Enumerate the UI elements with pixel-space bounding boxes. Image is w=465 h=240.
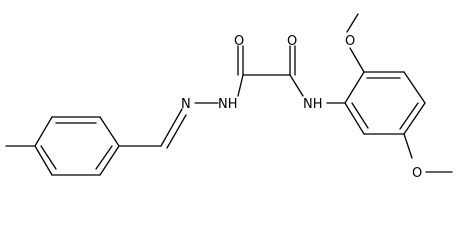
- imine-double-bond: [160, 108, 183, 147]
- ring-inner-double-bond: [95, 145, 113, 170]
- ring-bond: [403, 102, 426, 135]
- atom-label-nh-hydrazide: NH: [218, 97, 238, 112]
- imine-double-bond-second: [166, 114, 187, 149]
- ring-inner-double-bond: [399, 102, 419, 130]
- ring-bond: [99, 145, 120, 176]
- atom-label-o-top-right: O: [345, 34, 355, 49]
- atom-label-nh-amide: NH: [303, 97, 323, 112]
- ring-bond: [99, 116, 120, 147]
- nh-to-carbonyl-bond: [237, 74, 244, 97]
- toluene-ring: [5, 116, 120, 176]
- structure-svg: O O O NH NH N O: [5, 13, 453, 181]
- atom-label-o-bottom-right: O: [412, 166, 422, 181]
- methoxy-top-methyl-bond: [346, 13, 359, 33]
- ring-bond: [34, 145, 53, 176]
- methoxy-bottom-bond: [403, 133, 413, 159]
- oxalamide-core: [237, 45, 304, 97]
- ring-bond: [34, 116, 53, 147]
- methoxy-top-bond: [349, 47, 365, 73]
- ring-bond: [344, 102, 365, 135]
- atom-label-o-amide-right: O: [287, 34, 297, 49]
- atom-label-n-imine: N: [181, 97, 191, 112]
- carbonyl-to-nh-bond: [289, 74, 304, 97]
- ring-bond: [344, 71, 365, 104]
- ring-inner-double-bond: [351, 102, 369, 129]
- atom-label-o-amide-left: O: [234, 34, 244, 49]
- dimethoxyphenyl-ring: [326, 13, 453, 173]
- ring-inner-double-bond: [40, 145, 57, 170]
- hydrazone-linker: [118, 102, 219, 149]
- molecule-diagram: O O O NH NH N O: [5, 13, 453, 181]
- ring-bond: [403, 71, 426, 104]
